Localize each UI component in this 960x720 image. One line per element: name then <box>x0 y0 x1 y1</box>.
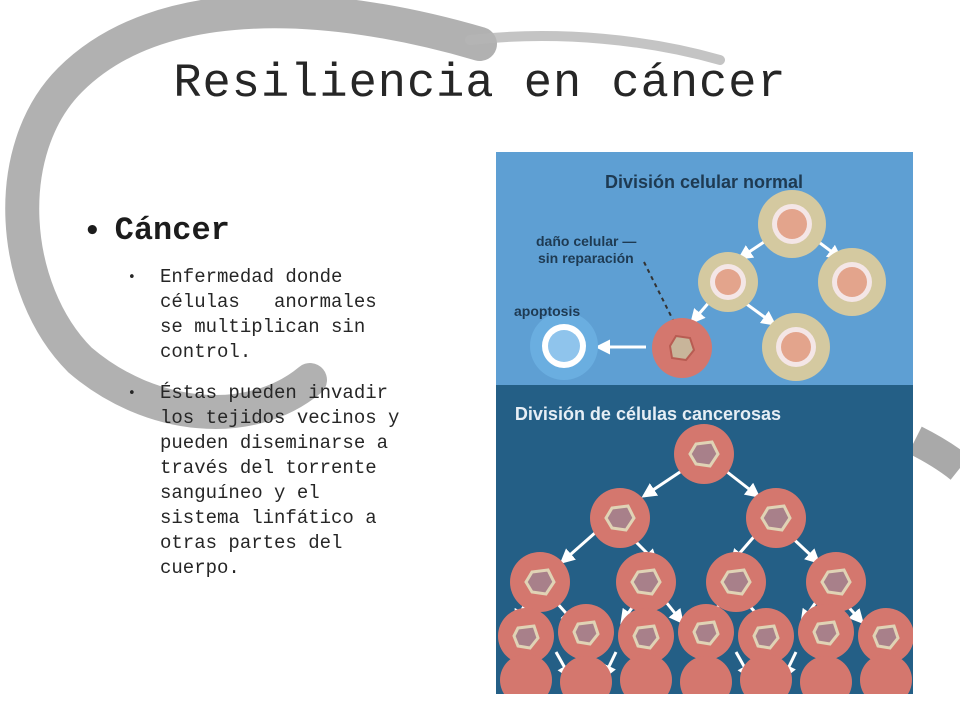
bullet-dot-icon: • <box>84 216 101 246</box>
normal-division-title: División celular normal <box>605 172 803 192</box>
bullet-heading-text: Cáncer <box>114 212 230 249</box>
cancer-cell-nuclei <box>512 440 900 650</box>
sub-bullet-dot-icon: • <box>128 270 136 285</box>
apoptosis-cell <box>530 312 598 380</box>
bullet-list: • Cáncer • Enfermedad donde células anor… <box>84 212 484 581</box>
normal-cell <box>698 252 758 312</box>
normal-cell <box>818 248 886 316</box>
sub-bullet-text: Éstas pueden invadir los tejidos vecinos… <box>160 382 400 579</box>
cell-division-illustration: División celular normal daño celular — s… <box>496 152 913 694</box>
sub-bullet-dot-icon: • <box>128 386 136 401</box>
slide-title: Resiliencia en cáncer <box>173 58 787 111</box>
sub-bullet: • Éstas pueden invadir los tejidos vecin… <box>128 381 484 581</box>
apoptosis-label: apoptosis <box>514 303 580 319</box>
cancer-division-title: División de células cancerosas <box>515 404 781 424</box>
bullet-heading: • Cáncer <box>84 212 484 249</box>
damage-label-line2: sin reparación <box>538 250 634 266</box>
sub-bullet: • Enfermedad donde células anormales se … <box>128 265 484 365</box>
damaged-cell <box>652 318 712 378</box>
damage-label-line1: daño celular — <box>536 233 636 249</box>
normal-cell <box>758 190 826 258</box>
sub-bullet-text: Enfermedad donde células anormales se mu… <box>160 266 377 363</box>
normal-cell <box>762 313 830 381</box>
